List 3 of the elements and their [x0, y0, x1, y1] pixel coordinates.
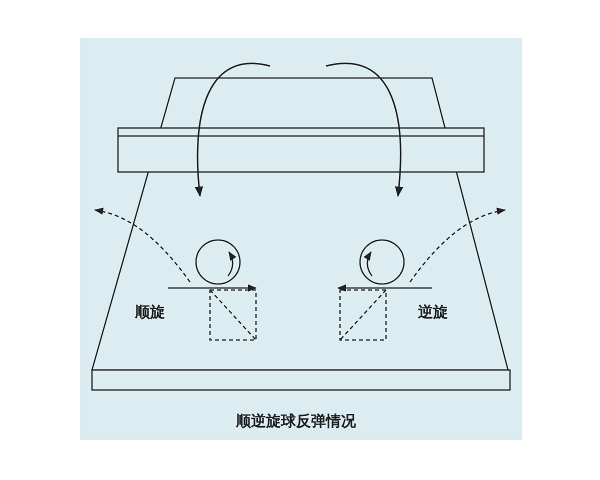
caption: 顺逆旋球反弹情况	[236, 412, 356, 431]
spin-label: 顺旋	[135, 303, 165, 322]
spin-label: 逆旋	[418, 303, 448, 322]
